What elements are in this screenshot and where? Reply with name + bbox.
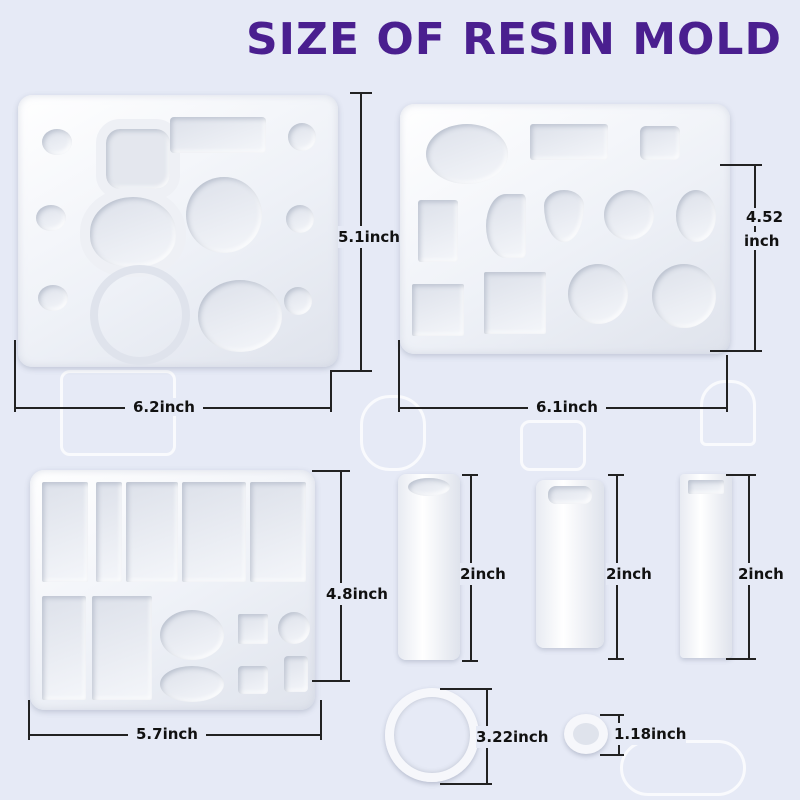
mold-3-width-label: 5.7inch xyxy=(128,725,206,743)
cavity-rectangle xyxy=(182,482,246,582)
cavity-leaf xyxy=(198,280,282,352)
cavity-circle xyxy=(278,612,310,644)
cavity-teardrop-ring xyxy=(80,187,186,277)
cavity-circle xyxy=(42,129,72,155)
small-ring-label: 1.18inch xyxy=(614,723,687,745)
cavity-puzzle xyxy=(640,126,680,160)
cavity-oval xyxy=(160,666,224,702)
mold-2-height-line xyxy=(754,164,756,350)
mold-2-width-label: 6.1inch xyxy=(528,398,606,416)
small-ring-tick xyxy=(600,714,624,716)
mold-2-height-tick xyxy=(720,164,762,166)
cavity-triangle xyxy=(238,666,268,694)
mold-3-height-line xyxy=(340,470,342,680)
large-ring-tick xyxy=(440,783,492,785)
cavity-square xyxy=(484,272,546,334)
mold-3-height-tick xyxy=(312,470,350,472)
column-2-height-tick xyxy=(608,658,624,660)
mold-1-height-tick xyxy=(330,370,372,372)
cavity-rectangle xyxy=(92,596,152,700)
column-2-opening xyxy=(548,486,592,504)
mold-2-height-tick xyxy=(710,350,762,352)
small-ring-mold xyxy=(564,714,608,754)
column-2-height-label: 2inch xyxy=(606,563,652,585)
cavity-circle xyxy=(38,285,68,311)
column-1-height-tick xyxy=(462,660,478,662)
column-2-mold xyxy=(536,480,604,648)
mold-1-width-label: 6.2inch xyxy=(125,398,203,416)
mold-1-tray xyxy=(18,95,338,367)
cavity-rectangle xyxy=(42,482,88,582)
cavity-crescent xyxy=(186,177,262,253)
column-1-height-tick xyxy=(462,474,478,476)
cavity-circle xyxy=(288,123,316,151)
cavity-oval xyxy=(160,610,224,660)
column-1-mold xyxy=(398,474,460,660)
cavity-rectangle xyxy=(126,482,178,582)
column-3-mold xyxy=(680,474,732,658)
mold-3-width-tick xyxy=(320,700,322,740)
cavity-rectangle xyxy=(418,200,458,262)
column-3-height-tick xyxy=(726,658,756,660)
mold-1-width-tick xyxy=(330,370,332,412)
mold-2-height-label-line1: 4.52 xyxy=(744,208,786,226)
cavity-diamond xyxy=(284,656,308,692)
cavity-square xyxy=(412,284,464,336)
mold-3-tray xyxy=(30,470,315,710)
cavity-half-oval xyxy=(486,194,526,258)
cavity-oval xyxy=(676,190,716,242)
cavity-rectangle xyxy=(530,124,608,160)
cavity-circle xyxy=(652,264,716,328)
mold-1-width-tick xyxy=(14,340,16,412)
large-ring-label: 3.22inch xyxy=(476,726,549,748)
mold-2-width-tick xyxy=(398,340,400,412)
large-ring-tick xyxy=(440,688,492,690)
large-ring-mold xyxy=(385,688,479,782)
cavity-circle xyxy=(604,190,654,240)
cavity-rectangle xyxy=(170,117,266,153)
cavity-rectangle xyxy=(96,482,122,582)
cavity-hoop xyxy=(90,265,190,365)
cavity-circle xyxy=(36,205,66,231)
column-2-height-tick xyxy=(608,474,624,476)
column-3-height-tick xyxy=(726,474,756,476)
mold-2-height-label-line2: inch xyxy=(742,232,782,250)
mold-3-height-tick xyxy=(312,680,350,682)
cavity-circle xyxy=(286,205,314,233)
column-3-height-label: 2inch xyxy=(738,563,784,585)
mold-2-tray xyxy=(400,104,730,354)
cavity-ring-circle xyxy=(568,264,628,324)
background-doodle xyxy=(520,420,586,471)
mold-3-width-tick xyxy=(28,700,30,740)
background-doodle xyxy=(360,395,426,471)
column-3-opening xyxy=(688,480,724,494)
page-title: SIZE OF RESIN MOLD xyxy=(245,14,782,65)
cavity-rectangle-heart xyxy=(42,596,86,700)
cavity-teardrop xyxy=(544,190,584,242)
mold-2-width-tick xyxy=(726,355,728,412)
cavity-circle xyxy=(284,287,312,315)
cavity-square xyxy=(238,614,268,644)
mold-1-height-label: 5.1inch xyxy=(338,226,400,248)
column-1-height-label: 2inch xyxy=(460,563,506,585)
mold-3-height-label: 4.8inch xyxy=(326,583,388,605)
cavity-rectangle xyxy=(250,482,306,582)
mold-1-height-tick xyxy=(350,92,372,94)
column-1-opening xyxy=(408,478,450,496)
background-doodle xyxy=(700,380,756,446)
cavity-oval xyxy=(426,124,508,184)
small-ring-tick xyxy=(600,754,624,756)
background-doodle xyxy=(620,740,746,796)
